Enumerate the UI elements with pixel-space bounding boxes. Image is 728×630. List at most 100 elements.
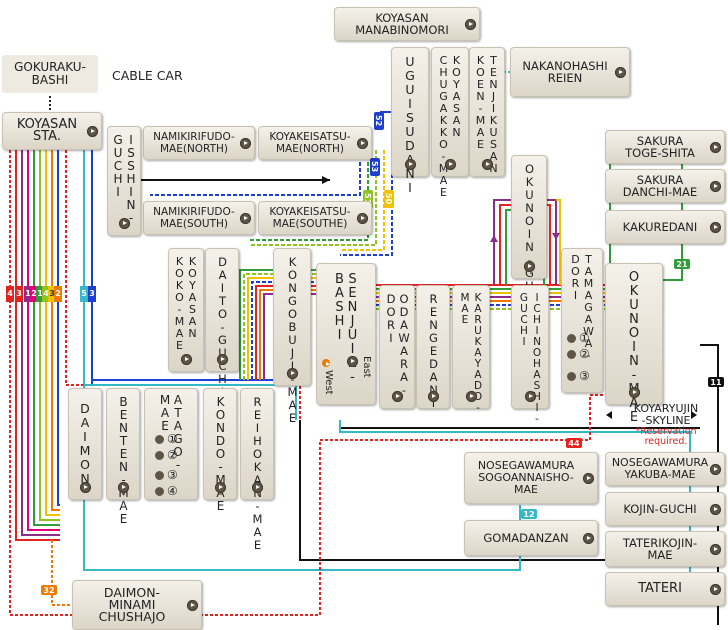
stop-ichinohashi-guchi[interactable]: ICHINOHASHI- GUCHI	[511, 285, 549, 424]
arrow-icon	[79, 482, 91, 493]
stop-label: NAMIKIRIFUDO- MAE(SOUTH)	[153, 206, 235, 230]
route-tag-12: 12	[521, 509, 537, 519]
arrow-icon	[404, 159, 416, 170]
arrow-icon	[465, 18, 476, 30]
arrow-icon	[180, 354, 192, 365]
stop-tateri[interactable]: TATERI	[605, 572, 725, 606]
arrow-icon	[710, 543, 721, 555]
sub-stop[interactable]: ②	[155, 448, 178, 462]
gokurakubashi-label: GOKURAKU- BASHI	[2, 55, 98, 93]
arrow-icon	[710, 583, 721, 595]
arrow-icon	[391, 391, 403, 402]
stop-taterikojin-mae[interactable]: TATERIKOJIN- MAE	[605, 531, 725, 567]
stop-daimon[interactable]: DAIMON	[68, 388, 102, 500]
stop-reihokan-mae[interactable]: REIHOKAN-MAE	[240, 388, 274, 551]
arrow-icon	[567, 333, 576, 343]
stop-koyakeisatsu-north[interactable]: KOYAKEISATSU- MAE(NORTH)	[258, 126, 372, 160]
route-badge: 3	[48, 286, 56, 302]
sub-stop[interactable]: ③	[155, 468, 178, 482]
arrow-icon	[710, 503, 721, 515]
arrow-icon	[444, 159, 456, 170]
stop-label: DAITO-GUCHI	[215, 255, 230, 398]
stop-nosegawamura-yakuba[interactable]: NOSEGAWAMURA YAKUBA-MAE	[605, 452, 725, 486]
route-tag-44: 44	[566, 438, 582, 448]
route-badge: 4	[6, 286, 14, 302]
stop-kojin-guchi[interactable]: KOJIN-GUCHI	[605, 492, 725, 526]
stop-label: KOYASAN CHUGAKKO-MAE	[437, 54, 463, 198]
senjuin-direction-west: West	[323, 370, 334, 395]
sub-stop[interactable]: ①	[567, 331, 590, 345]
stop-kondo-mae[interactable]: KONDO-MAE	[203, 388, 237, 512]
stop-tenjikusan-koen-mae[interactable]: TENJIKUSAN KOEN-MAE	[469, 47, 505, 177]
stop-label: TAMAGAWA- DORI	[569, 253, 595, 361]
stop-senjuin-bashi[interactable]: SENJUIN- BASHI East West	[316, 263, 376, 405]
stop-okunoin-guchi[interactable]: OKUNOIN-GUCHI	[511, 155, 547, 331]
arrow-icon	[583, 532, 594, 544]
sub-stop-label: ③	[167, 468, 178, 482]
arrow-icon	[214, 482, 226, 493]
stop-gomadanzan[interactable]: GOMADANZAN	[464, 520, 598, 556]
arrow-icon	[322, 359, 330, 367]
arrow-icon	[240, 137, 251, 149]
stop-sakura-danchi-mae[interactable]: SAKURA DANCHI-MAE	[605, 169, 725, 203]
stop-tamagawa-dori[interactable]: TAMAGAWA- DORI ① ② ③	[561, 248, 603, 393]
route-tag-51: 51	[363, 190, 373, 208]
stop-label: RENGEDANI	[426, 292, 441, 409]
stop-nakanohashi-reien[interactable]: NAKANOHASHI REIEN	[510, 47, 630, 97]
stop-label: NOSEGAWAMURA SOGOANNAISHO- MAE	[477, 459, 575, 496]
stop-label: TATERIKOJIN- MAE	[622, 536, 698, 562]
stop-atago-mae[interactable]: ATAGO- MAE ① ② ③ ④	[144, 388, 198, 500]
stop-label: KOYASAN STA.	[16, 117, 78, 144]
sub-stop-label: ②	[167, 448, 178, 462]
stop-koyasan-chugakko-mae[interactable]: KOYASAN CHUGAKKO-MAE	[431, 47, 469, 198]
stop-daimon-minami-chushajo[interactable]: DAIMON- MINAMI CHUSHAJO	[72, 580, 202, 630]
arrow-icon	[187, 599, 198, 611]
stop-benten-mae[interactable]: BENTEN-MAE	[106, 388, 140, 525]
sub-stop-label: ③	[579, 369, 590, 383]
arrow-icon	[357, 137, 368, 149]
stop-namikirifudo-south[interactable]: NAMIKIRIFUDO- MAE(SOUTH)	[143, 201, 255, 235]
stop-label: ATAGO- MAE	[158, 393, 185, 471]
stop-label: KAKUREDANI	[622, 220, 698, 234]
stop-koyasan-sta[interactable]: KOYASAN STA.	[2, 112, 102, 150]
stop-namikirifudo-north[interactable]: NAMIKIRIFUDO- MAE(NORTH)	[143, 126, 255, 160]
stop-uguisudani[interactable]: UGUISUDANI	[391, 47, 429, 194]
stop-kakuredani[interactable]: KAKUREDANI	[605, 210, 725, 244]
arrow-icon	[286, 368, 298, 379]
sub-stop[interactable]: ④	[155, 484, 178, 498]
sub-stop-label: ①	[579, 331, 590, 345]
stop-sakura-toge-shita[interactable]: SAKURA TOGE-SHITA	[605, 130, 725, 164]
stop-odawara-dori[interactable]: ODAWARA- DORI	[379, 285, 415, 409]
sub-stop[interactable]: ③	[567, 369, 590, 383]
cable-car-label: CABLE CAR	[112, 68, 183, 83]
stop-label: KONDO-MAE	[213, 395, 228, 512]
tamagawa-sub-stops: ① ② ③	[567, 331, 590, 383]
stop-isshin-guchi[interactable]: ISSHIN- GUCHI	[107, 126, 141, 236]
route-tag-53: 53	[370, 158, 380, 176]
route-tag-11: 11	[708, 377, 724, 387]
stop-label: ODAWARA- DORI	[384, 292, 411, 396]
stop-label: KOJIN-GUCHI	[623, 502, 697, 516]
stop-rengedani[interactable]: RENGEDANI	[416, 285, 450, 409]
route-badge: 2	[54, 286, 62, 302]
stop-daito-guchi[interactable]: DAITO-GUCHI	[205, 248, 239, 398]
stop-label: BENTEN-MAE	[116, 395, 131, 525]
stop-koyasan-koko-mae[interactable]: KOYASAN KOKO-MAE	[168, 248, 204, 372]
stop-okunoin-mae[interactable]: OKUNOIN-MAE	[605, 263, 663, 424]
stop-kongobuji-mae[interactable]: KONGOBUJI-MAE	[273, 248, 311, 424]
stop-label: NAMIKIRIFUDO- MAE(NORTH)	[153, 131, 235, 155]
stop-koyakeisatsu-south[interactable]: KOYAKEISATSU- MAE(SOUTHE)	[258, 201, 372, 235]
arrow-icon	[427, 391, 439, 402]
arrow-icon	[87, 125, 98, 137]
stop-koyasan-manabinomori[interactable]: KOYASAN MANABINOMORI	[334, 7, 480, 41]
route-tag-21: 21	[674, 259, 690, 269]
stop-label: OKUNOIN-MAE	[626, 270, 642, 424]
arrow-icon	[523, 261, 535, 272]
sub-stop[interactable]: ②	[567, 347, 590, 361]
stop-label: DAIMON	[77, 401, 93, 485]
sub-stop[interactable]: ①	[155, 432, 178, 446]
sub-stop-label: ④	[167, 484, 178, 498]
route-badge: 2	[30, 286, 38, 302]
stop-nosegawamura-sogoannaisho[interactable]: NOSEGAWAMURA SOGOANNAISHO- MAE	[464, 452, 598, 504]
stop-karukayado-mae[interactable]: KARUKAYADO- MAE	[452, 285, 490, 413]
